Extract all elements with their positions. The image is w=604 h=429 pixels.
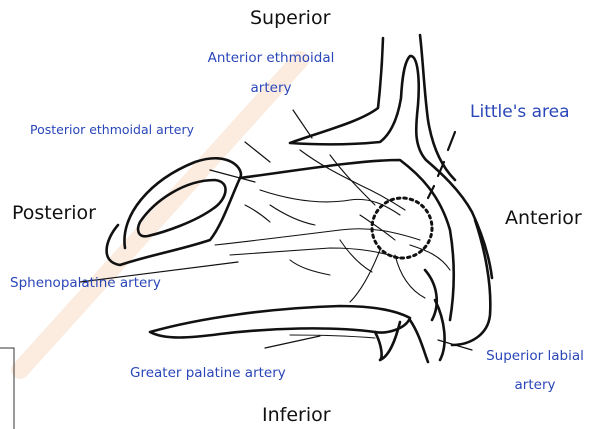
anterior-label: Anterior	[505, 209, 582, 228]
anterior-ethmoidal-label-line1: Anterior ethmoidal	[188, 52, 354, 66]
hard-palate-outline	[150, 306, 410, 338]
columella	[425, 270, 437, 320]
palate-lower	[375, 322, 400, 360]
littles-area-circle	[372, 198, 432, 258]
frame-corner	[0, 348, 14, 429]
greater-palatine-label: Greater palatine artery	[130, 367, 286, 381]
septum-anterior-edge	[452, 220, 490, 345]
superior-labial-label-line1: Superior labial	[470, 350, 600, 364]
posterior-label: Posterior	[12, 204, 96, 223]
inferior-label: Inferior	[262, 406, 331, 425]
superior-labial-label-line2: artery	[470, 379, 600, 393]
artery-branches	[215, 150, 450, 338]
anterior-ethmoidal-label-line2: artery	[188, 82, 354, 96]
superior-label: Superior	[250, 9, 330, 28]
upper-lip-outline	[410, 300, 445, 362]
littles-area-label: Little's area	[470, 104, 570, 121]
sphenopalatine-label: Sphenopalatine artery	[10, 277, 161, 291]
nasal-bone-outline	[290, 38, 492, 278]
posterior-ethmoidal-label: Posterior ethmoidal artery	[30, 124, 194, 137]
